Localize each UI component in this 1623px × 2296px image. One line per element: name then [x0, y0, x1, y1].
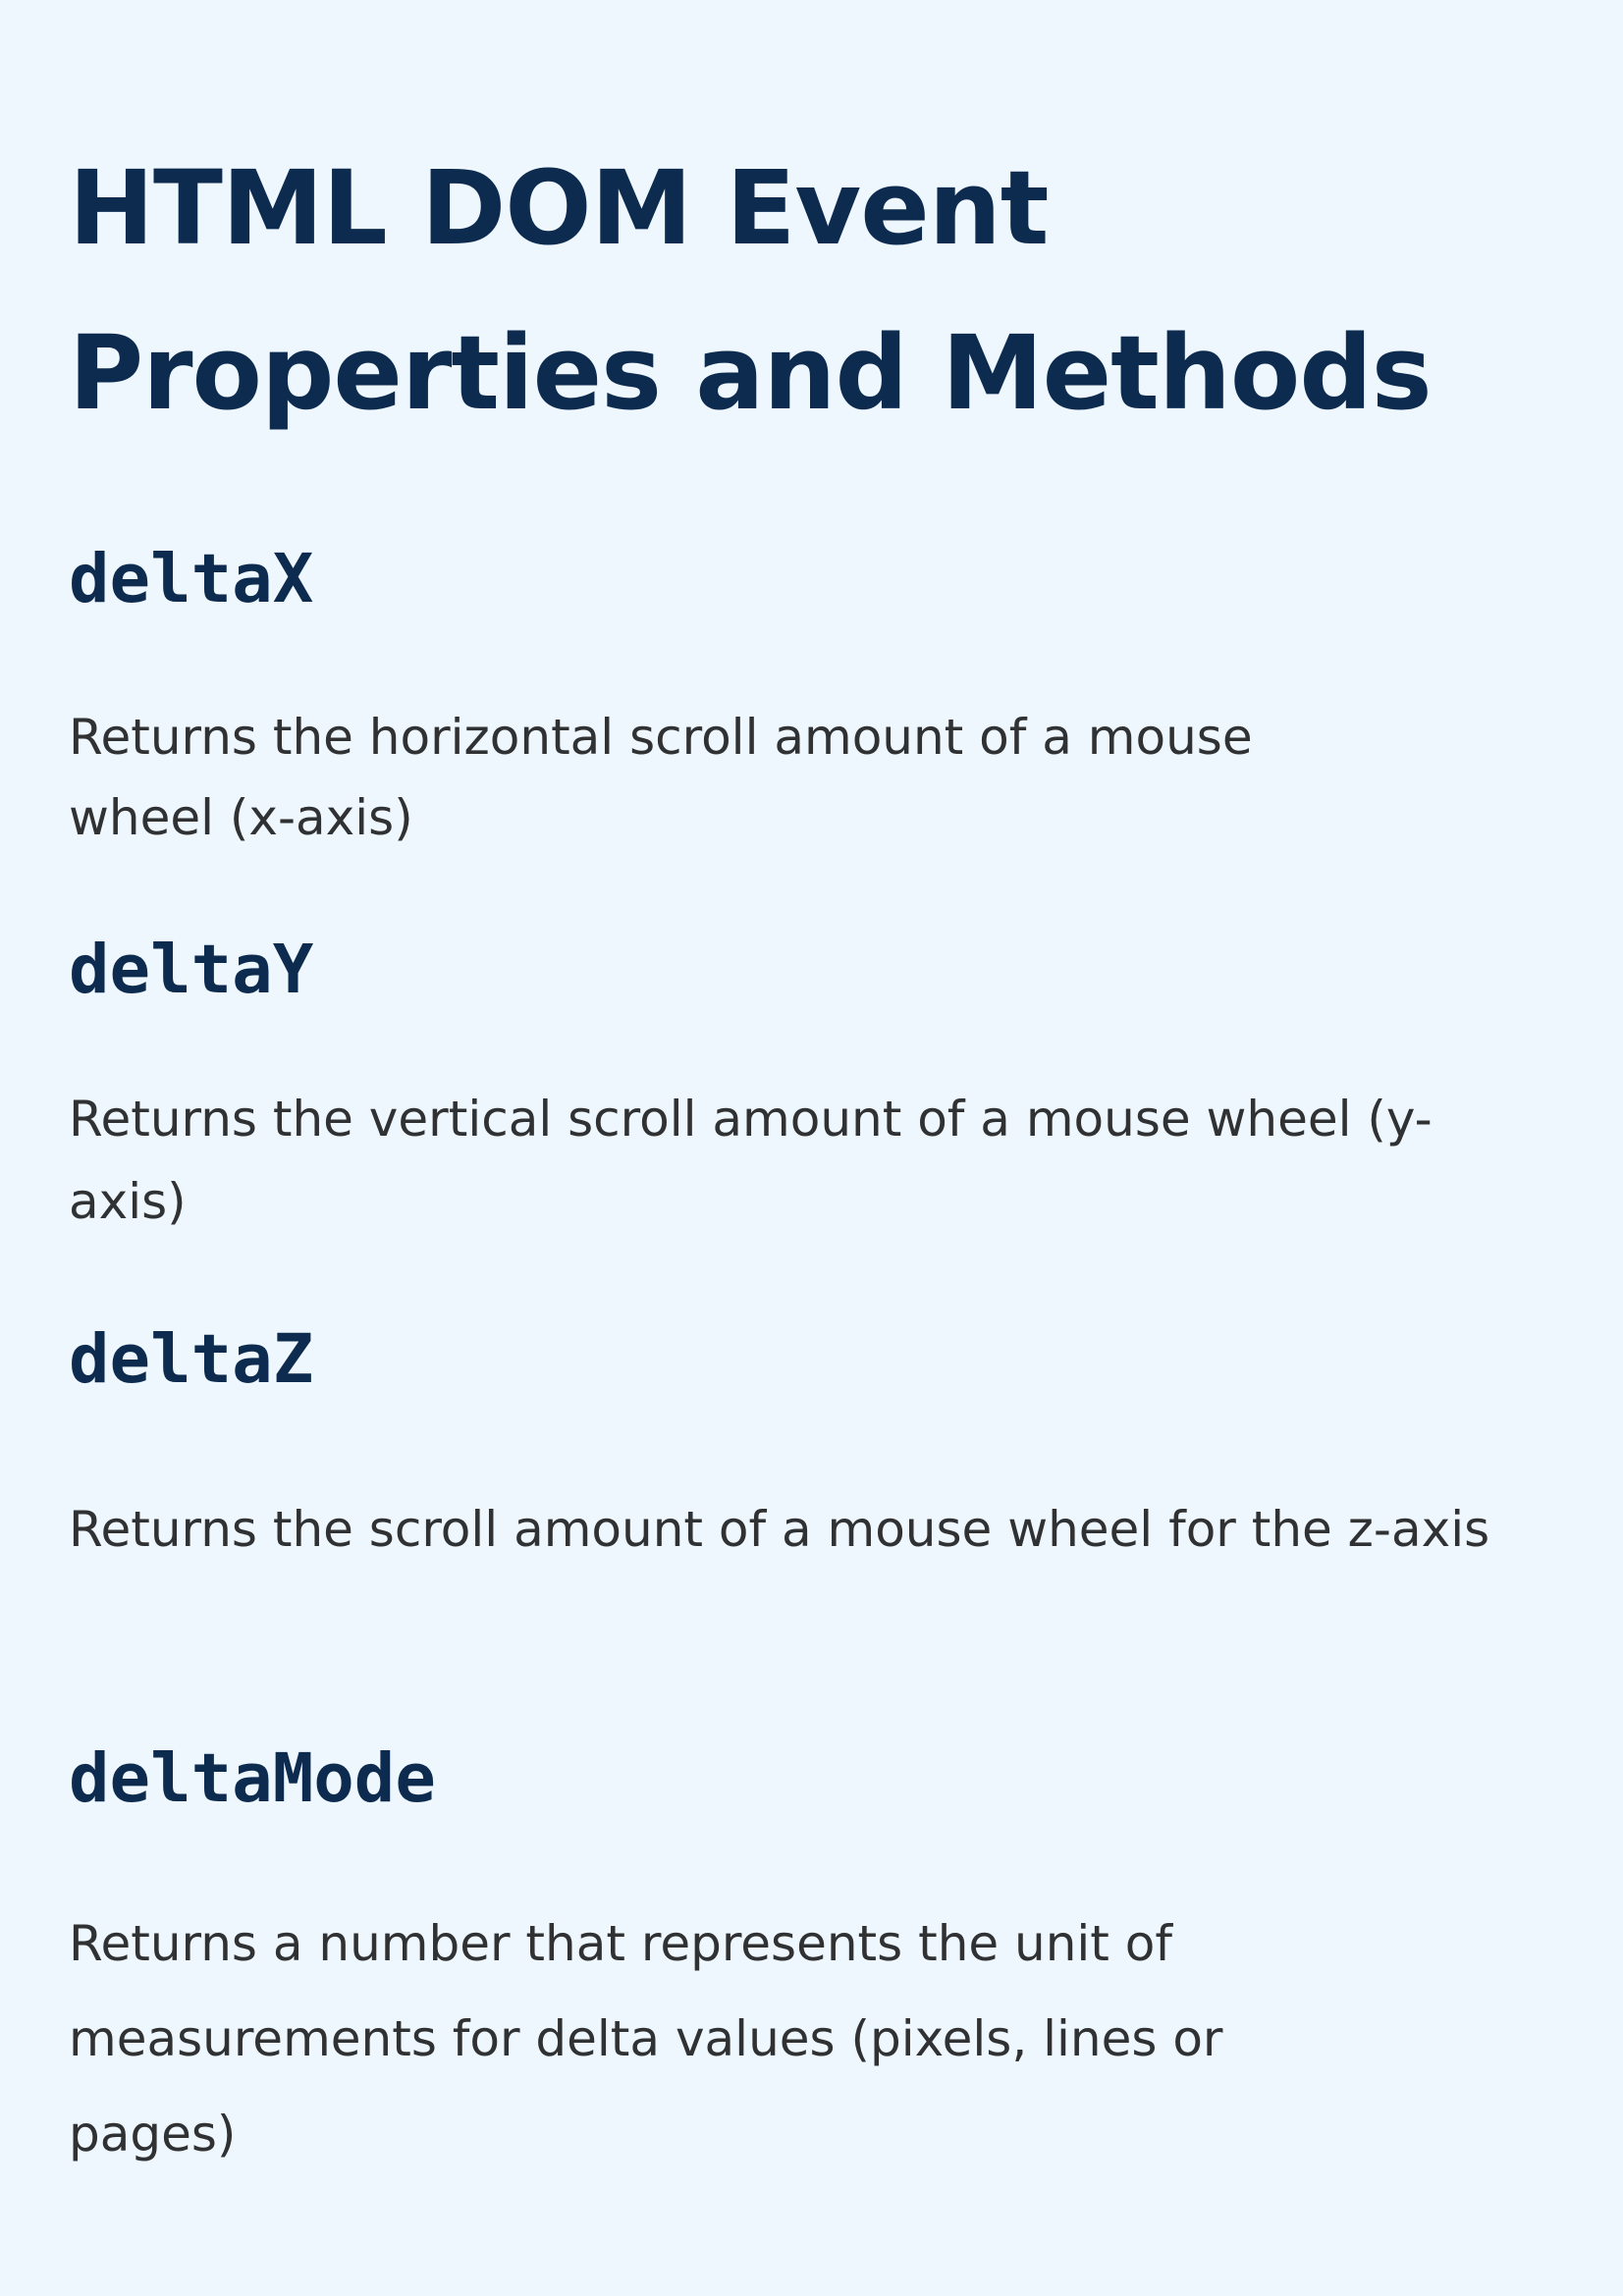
property-name: deltaY [69, 931, 314, 1009]
property-entry-deltaz: deltaZ Returns the scroll amount of a mo… [69, 1320, 1561, 1577]
property-entry-deltamode: deltaMode Returns a number that represen… [69, 1739, 1561, 2182]
property-name: deltaZ [69, 1320, 314, 1399]
property-description: Returns the vertical scroll amount of a … [69, 1091, 1433, 1230]
property-description: Returns a number that represents the uni… [69, 1915, 1223, 2163]
property-description: Returns the scroll amount of a mouse whe… [69, 1501, 1490, 1558]
page-title: HTML DOM Event Properties and Methods [69, 148, 1433, 433]
property-entry-deltay: deltaY Returns the vertical scroll amoun… [69, 931, 1561, 1243]
property-name: deltaMode [69, 1739, 436, 1818]
property-name: deltaX [69, 540, 314, 618]
property-entry-deltax: deltaX Returns the horizontal scroll amo… [69, 540, 1561, 858]
property-description: Returns the horizontal scroll amount of … [69, 709, 1253, 846]
